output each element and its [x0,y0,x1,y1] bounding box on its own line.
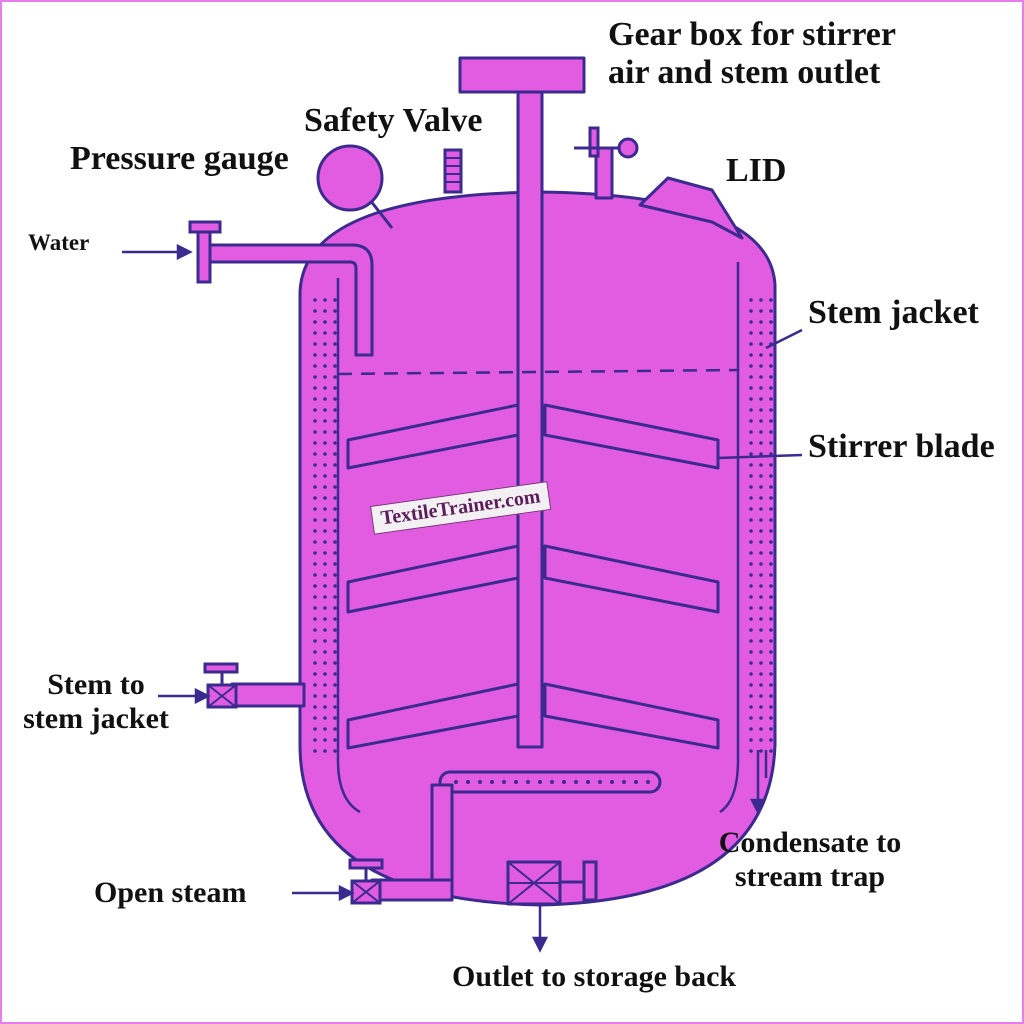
gear-box [458,56,586,94]
stem-to-jacket-label: Stem to stem jacket [23,668,169,735]
water-pipe [198,243,374,357]
safety-valve-label: Safety Valve [304,102,483,139]
coil-dots [454,780,650,784]
open-steam-horizontal-pipe [370,878,454,902]
stirrer-blade-label: Stirrer blade [808,428,995,465]
jacket-inner-right [719,262,740,814]
pressure-gauge-label: Pressure gauge [70,140,289,177]
gauge-stem [368,199,394,229]
stem-jacket-label: Stem jacket [808,294,979,331]
stirrer-blade [543,403,720,470]
gearbox-label: Gear box for stirrer air and stem outlet [608,16,896,92]
outlet-label: Outlet to storage back [452,960,737,993]
water-label: Water [28,230,90,255]
stem-jacket-dots [313,298,773,753]
outlet-valve-handle [582,860,598,902]
top-valve-stem [588,126,600,158]
jacket-inner-left [336,278,361,814]
stirrer-blade-leader [717,453,803,460]
safety-valve [443,148,463,194]
stirrer-blade [543,544,720,614]
top-valve-knob [617,137,639,159]
steam-valve-handle [348,858,384,870]
stirrer-shaft [516,90,544,749]
pressure-gauge [316,144,384,212]
stem-jacket-leader [765,328,803,350]
water-valve-body [196,230,212,284]
liquid-level-line [337,368,739,376]
lid-label: LID [726,152,787,189]
open-steam-label: Open steam [94,876,247,909]
condensate-label: Condensate to stream trap [718,826,902,893]
jacket-valve-handle [203,662,239,674]
jacket-inlet-pipe [230,682,306,708]
vessel-lid [638,176,744,240]
stirrer-blade [543,682,720,750]
